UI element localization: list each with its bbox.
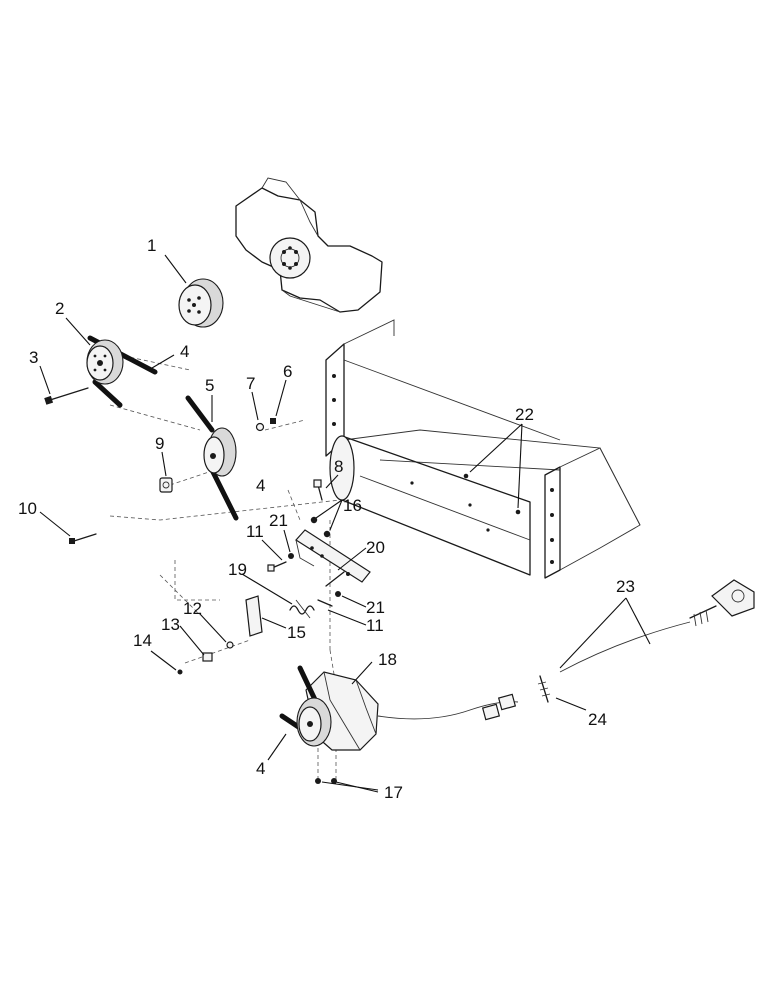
callout-11-right: 11: [366, 616, 384, 635]
callout-8: 8: [334, 457, 343, 476]
wiring-harness: [481, 579, 755, 721]
bolt-11: [267, 561, 333, 607]
callout-15: 15: [287, 623, 306, 642]
frame-assembly: [325, 319, 641, 579]
callout-5: 5: [205, 376, 214, 395]
washers-17: [315, 778, 337, 784]
callout-21: 21: [269, 511, 288, 530]
tension-pulley: [185, 395, 239, 521]
callout-11: 11: [246, 522, 264, 541]
washers-16: [310, 516, 331, 538]
callout-2: 2: [55, 299, 64, 318]
callout-13: 13: [161, 615, 180, 634]
spacer-9: [159, 477, 173, 493]
callout-19: 19: [228, 560, 247, 579]
callout-23: 23: [616, 577, 635, 596]
bolt-14: [177, 669, 183, 675]
callout-20: 20: [366, 538, 385, 557]
bolt-10: [69, 533, 97, 544]
callout-24: 24: [588, 710, 607, 729]
washer-21: [288, 553, 341, 597]
leader-lines: [39, 254, 651, 793]
callout-9: 9: [155, 434, 164, 453]
callout-10: 10: [18, 499, 37, 518]
washer-7: [255, 422, 265, 432]
bushing-13: [202, 652, 213, 662]
callout-16: 16: [343, 496, 362, 515]
gearbox-motor: [279, 665, 519, 751]
tension-spring: [289, 599, 315, 619]
callout-1: 1: [147, 236, 156, 255]
callout-4: 4: [180, 342, 189, 361]
callout-6: 6: [283, 362, 292, 381]
callout-22: 22: [515, 405, 534, 424]
callout-7: 7: [246, 374, 255, 393]
callout-4-lower: 4: [256, 476, 265, 495]
bolt-3: [44, 387, 89, 405]
engine-block: [235, 177, 383, 313]
callout-4-bottom: 4: [256, 759, 265, 778]
nut-6: [270, 418, 276, 424]
callout-17: 17: [384, 783, 403, 802]
idler-pulley: [178, 278, 224, 328]
drive-pulley: [86, 335, 158, 408]
callout-12: 12: [183, 599, 202, 618]
callout-labels: 1 2 3 4 5 6 7 8 9 10 4 16 11 21 20 19 21…: [18, 236, 635, 802]
callout-21-right: 21: [366, 598, 385, 617]
screw-24: [537, 675, 551, 703]
link-arm: [245, 595, 263, 637]
washer-12: [226, 641, 234, 649]
bolt-8: [313, 479, 323, 501]
callout-14: 14: [133, 631, 152, 650]
callout-18: 18: [378, 650, 397, 669]
mounting-bracket: [295, 529, 371, 587]
callout-3: 3: [29, 348, 38, 367]
